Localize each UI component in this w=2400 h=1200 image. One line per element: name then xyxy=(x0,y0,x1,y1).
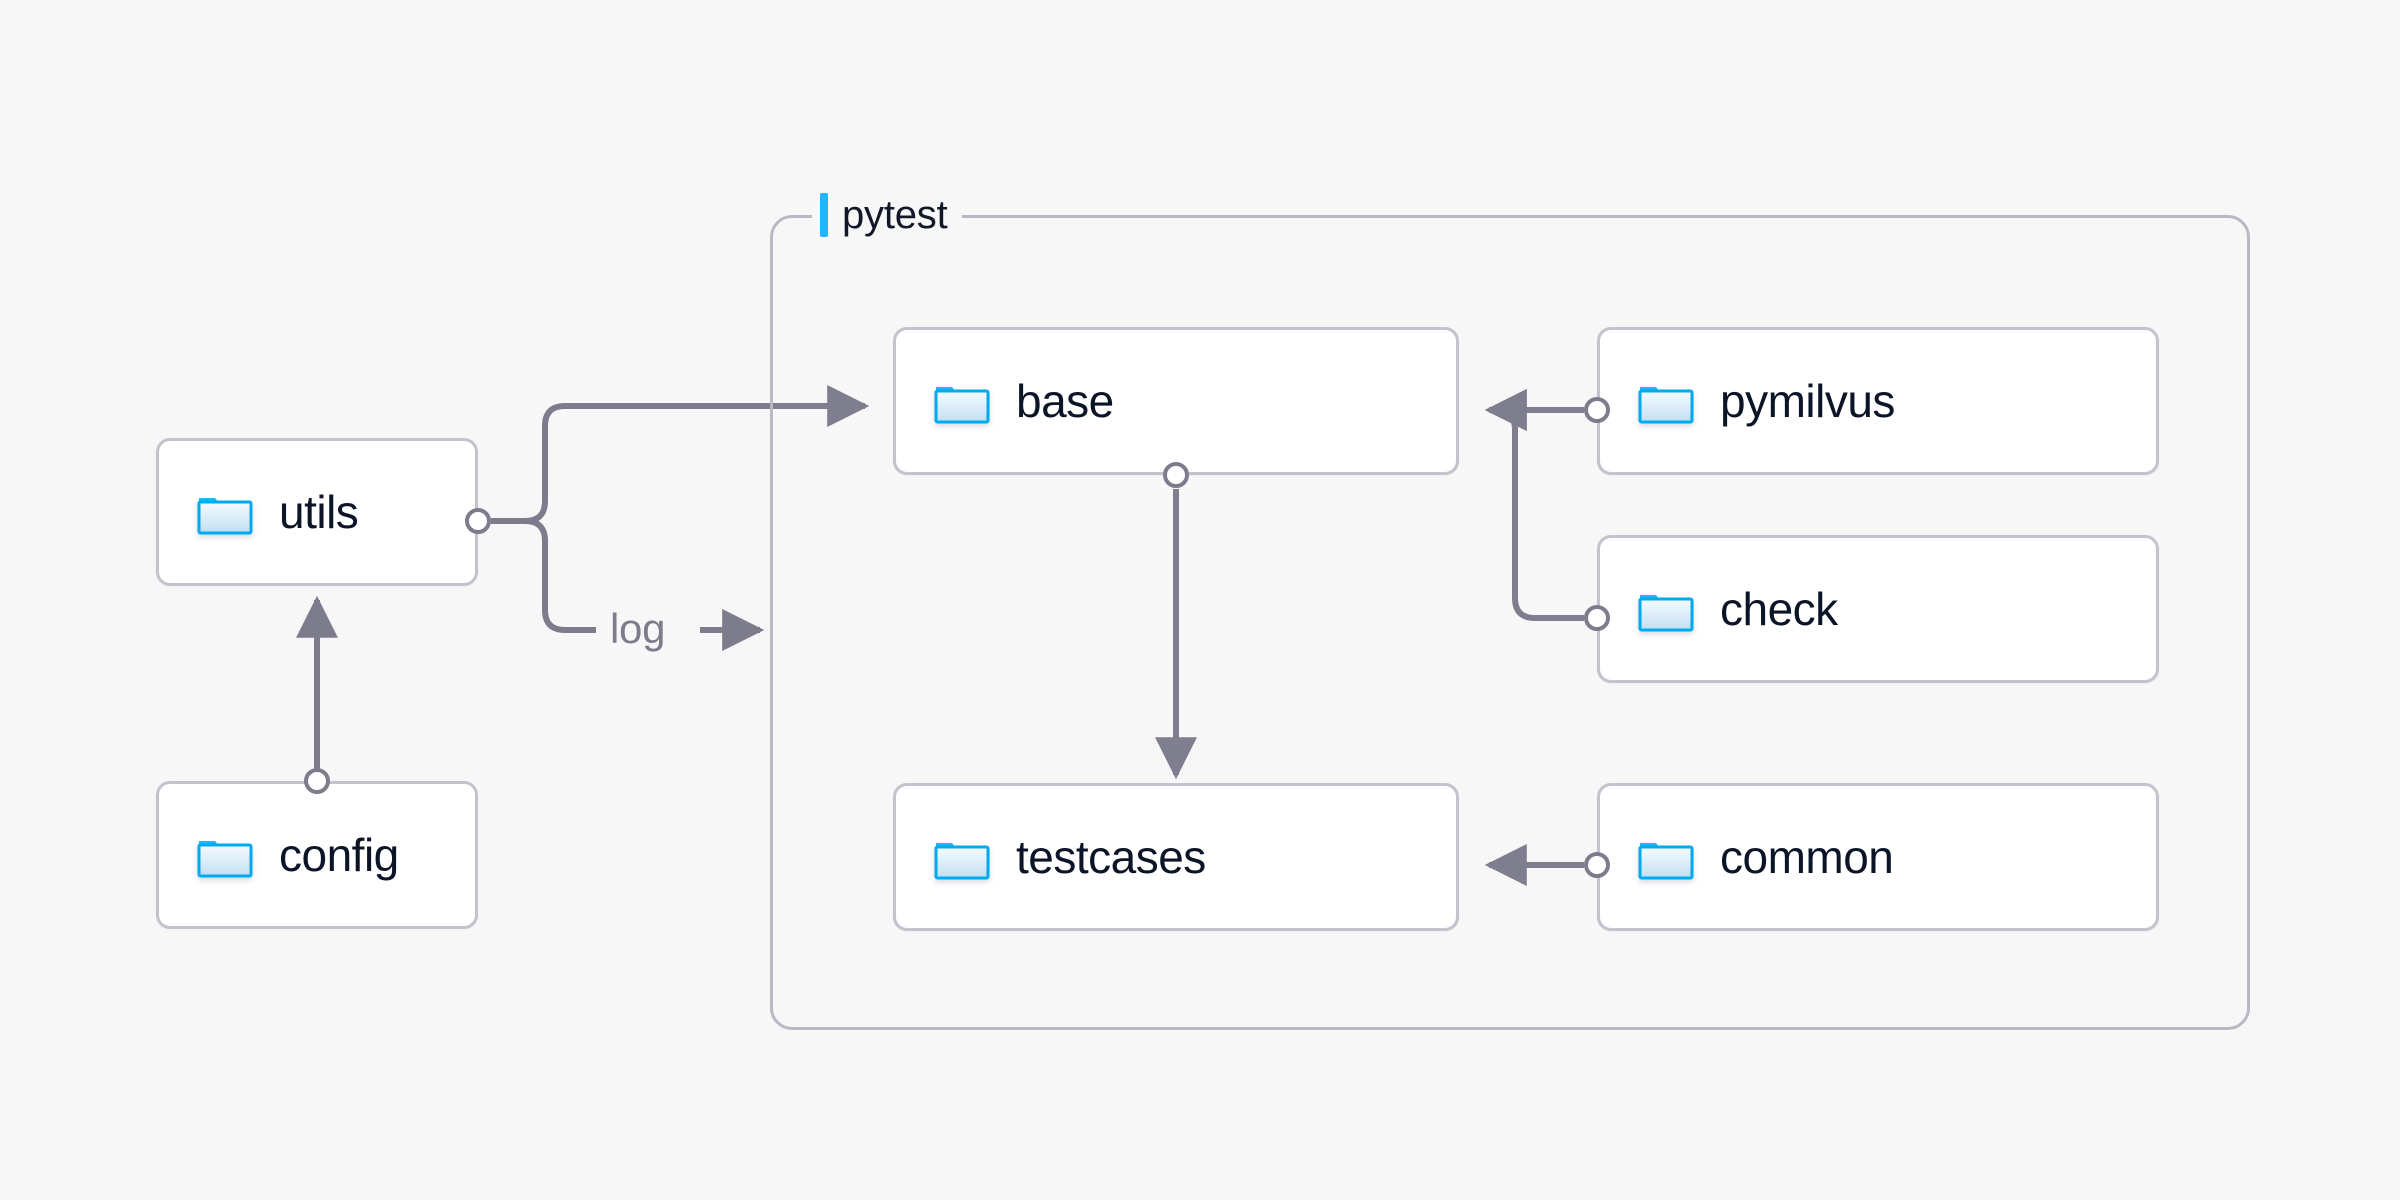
node-common[interactable]: common xyxy=(1597,783,2159,931)
handle-utils-right[interactable] xyxy=(465,508,491,534)
node-label: utils xyxy=(279,486,359,538)
node-label: common xyxy=(1720,831,1894,883)
node-label: testcases xyxy=(1016,831,1206,883)
node-label: base xyxy=(1016,375,1114,427)
edge-label-log: log xyxy=(604,608,672,650)
node-check[interactable]: check xyxy=(1597,535,2159,683)
node-label: check xyxy=(1720,583,1838,635)
node-config[interactable]: config xyxy=(156,781,478,929)
node-pymilvus[interactable]: pymilvus xyxy=(1597,327,2159,475)
node-testcases[interactable]: testcases xyxy=(893,783,1459,931)
folder-icon xyxy=(934,378,990,424)
group-title: pytest xyxy=(842,192,948,237)
node-label: pymilvus xyxy=(1720,375,1895,427)
group-pytest[interactable] xyxy=(770,215,2250,1030)
accent-bar-icon xyxy=(820,193,828,237)
group-pytest-label: pytest xyxy=(812,189,962,241)
folder-icon xyxy=(1638,378,1694,424)
edge-utils-log xyxy=(491,518,596,633)
node-base[interactable]: base xyxy=(893,327,1459,475)
folder-icon xyxy=(197,832,253,878)
handle-config-top[interactable] xyxy=(304,768,330,794)
folder-icon xyxy=(1638,834,1694,880)
handle-common-left[interactable] xyxy=(1584,852,1610,878)
node-utils[interactable]: utils xyxy=(156,438,478,586)
handle-check-left[interactable] xyxy=(1584,605,1610,631)
node-label: config xyxy=(279,829,399,881)
handle-pymilvus-left[interactable] xyxy=(1584,397,1610,423)
folder-icon xyxy=(1638,586,1694,632)
handle-base-bottom[interactable] xyxy=(1163,462,1189,488)
folder-icon xyxy=(934,834,990,880)
folder-icon xyxy=(197,489,253,535)
